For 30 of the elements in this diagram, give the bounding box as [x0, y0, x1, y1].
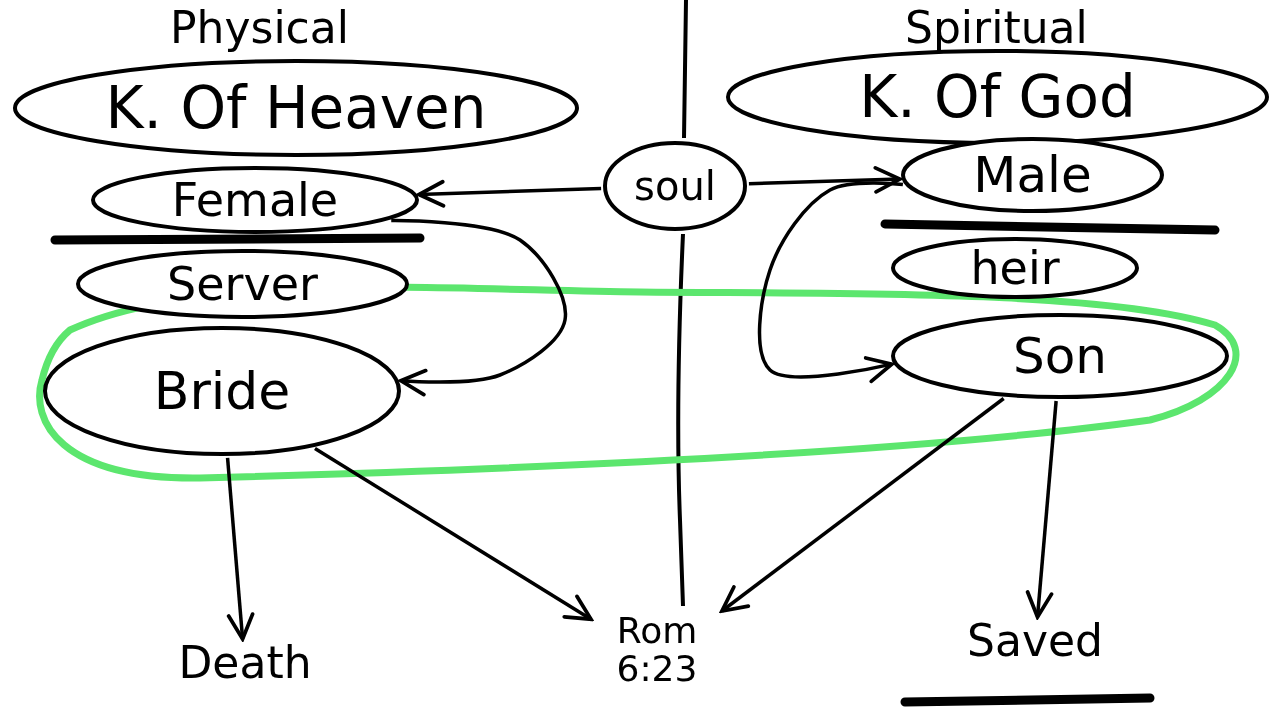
- node-label: K. Of Heaven: [105, 74, 487, 142]
- oval-node: [42, 325, 402, 457]
- circle-node: [602, 140, 748, 232]
- node-label: Death: [150, 640, 340, 696]
- oval-node: [890, 236, 1140, 300]
- node-label: Saved: [950, 618, 1120, 674]
- node-label: Female: [171, 173, 339, 227]
- arrow: [757, 181, 904, 384]
- arrow: [720, 397, 1005, 613]
- arrow: [1025, 400, 1058, 619]
- arrow: [225, 457, 255, 641]
- node-label: Rom 6:23: [592, 612, 722, 708]
- node-label: soul: [634, 163, 716, 209]
- node-label: K. Of God: [859, 63, 1136, 131]
- node-label: Son: [1013, 327, 1107, 385]
- node-label: heir: [970, 241, 1060, 295]
- node-label: Server: [167, 257, 318, 311]
- oval-node: [75, 248, 410, 320]
- oval-node: [900, 136, 1165, 214]
- heading-text: Physical: [170, 2, 349, 53]
- oval-node: [90, 165, 420, 235]
- arrow: [417, 179, 602, 208]
- oval-node: [890, 312, 1230, 400]
- node-label: Male: [973, 146, 1092, 204]
- node-label: Bride: [153, 361, 291, 421]
- oval-node: [12, 58, 580, 158]
- arrow: [314, 447, 593, 622]
- heading-text: Spiritual: [905, 2, 1088, 53]
- arrow: [748, 165, 902, 194]
- arrow: [391, 218, 568, 397]
